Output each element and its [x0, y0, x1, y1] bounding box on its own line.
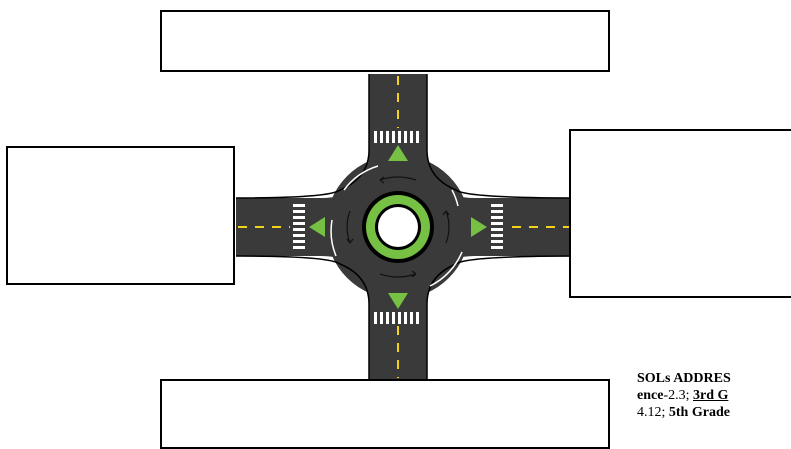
sol-line-3: 4.12; 5th Grade	[637, 404, 791, 421]
label-box-top[interactable]	[160, 10, 610, 72]
label-box-bottom[interactable]	[160, 379, 610, 449]
sol-line-2: ence-2.3; 3rd G	[637, 387, 791, 404]
label-box-right[interactable]	[569, 129, 791, 298]
sol-heading: SOLs ADDRES	[637, 370, 791, 387]
central-island	[362, 191, 434, 263]
label-box-left[interactable]	[6, 146, 235, 285]
sol-text: SOLs ADDRES ence-2.3; 3rd G 4.12; 5th Gr…	[637, 370, 791, 421]
